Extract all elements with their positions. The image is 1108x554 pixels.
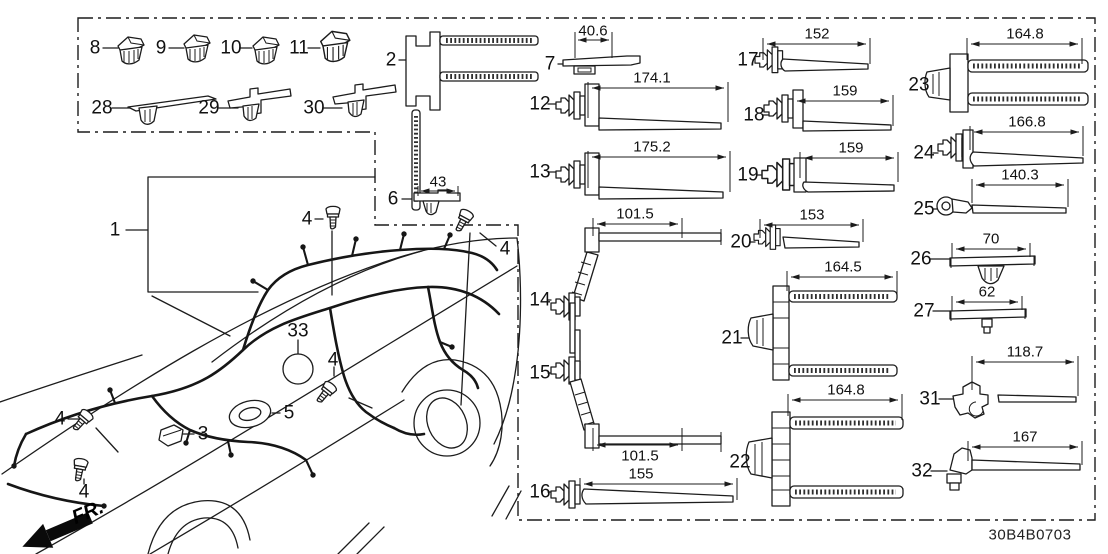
fr-arrow	[22, 512, 93, 548]
part-22-drawing	[745, 411, 904, 507]
part-19-drawing	[761, 157, 895, 193]
part-callout-21[interactable]: 21	[721, 327, 743, 349]
detail-boundary	[77, 17, 1096, 521]
part-callout-25[interactable]: 25	[913, 198, 935, 220]
dim-part-23: 164.8	[1006, 25, 1044, 43]
dim-part-14: 101.5	[616, 205, 654, 223]
dim-part-13: 175.2	[633, 138, 671, 156]
part-callout-7[interactable]: 7	[544, 53, 556, 75]
part-24-drawing	[937, 129, 1084, 169]
part-callout-10[interactable]: 10	[220, 37, 242, 59]
dim-part-12: 174.1	[633, 69, 671, 87]
part-callout-27[interactable]: 27	[913, 300, 935, 322]
part-32-drawing	[946, 447, 1081, 491]
part-13-drawing	[555, 152, 724, 200]
bolt-icon	[312, 379, 339, 407]
part-callout-8[interactable]: 8	[89, 37, 101, 59]
part-callout-13[interactable]: 13	[529, 161, 551, 183]
dim-part-27: 62	[978, 283, 996, 301]
part-10-drawing	[252, 36, 280, 65]
dim-part-16: 155	[628, 465, 654, 483]
part-26-drawing	[949, 255, 1036, 285]
part-callout-6[interactable]: 6	[387, 188, 399, 210]
part-callout-4[interactable]: 4	[54, 408, 66, 430]
wire-harness	[6, 231, 501, 509]
part-callout-28[interactable]: 28	[91, 97, 113, 119]
part-callout-12[interactable]: 12	[529, 93, 551, 115]
part-7-drawing	[562, 55, 641, 75]
dim-part-22: 164.8	[827, 381, 865, 399]
dimension-lines	[417, 32, 1084, 500]
part-21-drawing	[747, 285, 898, 381]
part-callout-19[interactable]: 19	[737, 164, 759, 186]
part-callout-11[interactable]: 11	[289, 37, 309, 59]
part-callout-31[interactable]: 31	[919, 388, 941, 410]
part-callout-4d[interactable]: 4	[499, 238, 511, 260]
part-callout-3[interactable]: 3	[197, 423, 209, 445]
dim-part-7: 40.6	[578, 22, 608, 40]
bolt-icon	[325, 205, 341, 230]
dim-part-26: 70	[982, 230, 1000, 248]
part-callout-15[interactable]: 15	[529, 362, 551, 384]
part-16-drawing	[550, 480, 734, 509]
part-11-drawing	[319, 30, 351, 63]
part-callout-17[interactable]: 17	[737, 49, 759, 71]
part-callout-4c[interactable]: 4	[301, 208, 313, 230]
part-31-drawing	[952, 381, 1077, 419]
part-callout-9[interactable]: 9	[155, 37, 167, 59]
dim-part-18: 159	[832, 82, 858, 100]
part-20-drawing	[753, 224, 860, 250]
part-29-drawing	[227, 87, 292, 122]
part-12-drawing	[555, 83, 722, 131]
dim-part-21: 164.5	[824, 258, 862, 276]
dim-part-32: 167	[1012, 428, 1038, 446]
diagram-code: 30B4B0703	[988, 526, 1072, 544]
part-6-drawing	[413, 189, 461, 216]
part-callout-23[interactable]: 23	[908, 74, 930, 96]
part-callout-18[interactable]: 18	[743, 104, 765, 126]
bolt-icon	[451, 207, 476, 235]
part-callout-22[interactable]: 22	[729, 451, 751, 473]
part-callout-20[interactable]: 20	[730, 231, 752, 253]
dim-part-6: 43	[429, 173, 447, 191]
part-callout-5[interactable]: 5	[283, 402, 295, 424]
part-33-drawing	[282, 353, 314, 385]
part-callout-26[interactable]: 26	[910, 248, 932, 270]
bolt-icon	[70, 456, 90, 483]
part-27-drawing	[949, 308, 1027, 334]
part-callout-14[interactable]: 14	[529, 289, 551, 311]
part-15-drawing	[550, 329, 722, 452]
dim-part-31: 118.7	[1006, 343, 1044, 361]
part-5-drawing	[228, 399, 272, 429]
part-14-drawing	[550, 227, 722, 354]
part-callout-4e[interactable]: 4	[327, 349, 339, 371]
dim-part-15: 101.5	[621, 447, 659, 465]
part-8-drawing	[117, 36, 145, 65]
part-callout-33[interactable]: 33	[287, 320, 309, 342]
part-23-drawing	[924, 53, 1089, 113]
part-2-drawing	[405, 31, 539, 211]
dim-part-25: 140.3	[1001, 166, 1039, 184]
bolt-icon	[68, 407, 96, 435]
part-callout-32[interactable]: 32	[911, 460, 933, 482]
part-9-drawing	[183, 34, 211, 63]
part-3-drawing	[158, 424, 184, 447]
part-callout-24[interactable]: 24	[913, 142, 935, 164]
part-callout-29[interactable]: 29	[198, 97, 220, 119]
dim-part-24: 166.8	[1008, 113, 1046, 131]
part-17-drawing	[754, 46, 869, 74]
part-18-drawing	[763, 89, 892, 132]
part-callout-30[interactable]: 30	[303, 97, 325, 119]
part-callout-16[interactable]: 16	[529, 481, 551, 503]
part-30-drawing	[332, 83, 397, 118]
part-callout-1[interactable]: 1	[109, 219, 121, 241]
part-28-drawing	[127, 95, 217, 125]
dim-part-20: 153	[799, 206, 825, 224]
dim-part-17: 152	[804, 25, 830, 43]
part-callout-4b[interactable]: 4	[78, 481, 90, 503]
part-callout-2[interactable]: 2	[385, 49, 397, 71]
dim-part-19: 159	[838, 139, 864, 157]
part-25-drawing	[936, 196, 1067, 216]
